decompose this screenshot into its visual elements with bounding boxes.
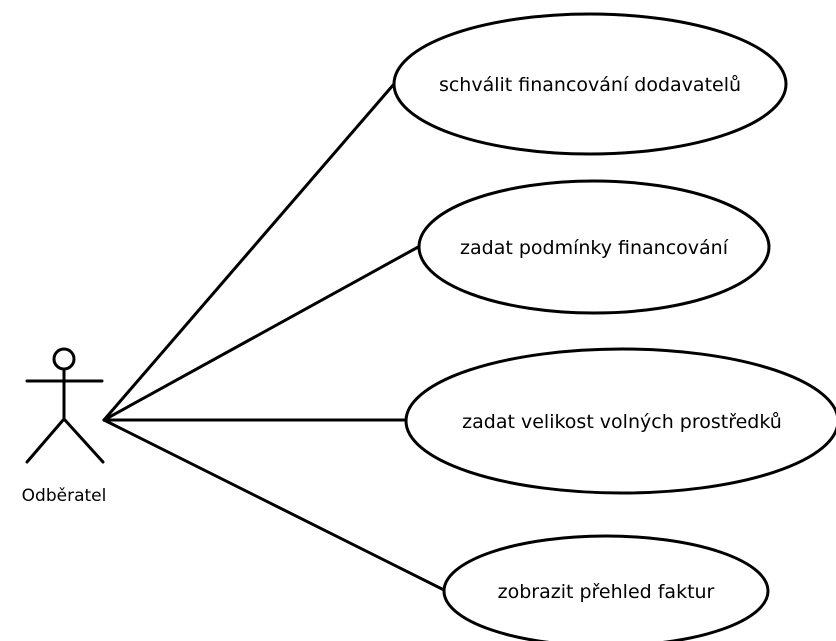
actor-label: Odběratel <box>22 486 107 506</box>
use-case-2: zadat podmínky financování <box>417 179 771 315</box>
use-case-label: zadat velikost volných prostředků <box>462 411 782 433</box>
association-line-4 <box>102 418 448 593</box>
associations <box>102 82 448 593</box>
actor-figure <box>25 347 105 464</box>
actor-head <box>52 347 76 371</box>
use-case-ellipse <box>404 347 836 495</box>
use-case-ellipse <box>392 12 788 156</box>
actor-right-leg <box>62 417 105 464</box>
use-case-label: zobrazit přehled faktur <box>498 581 715 603</box>
use-case-3: zadat velikost volných prostředků <box>404 347 836 495</box>
association-line-2 <box>102 244 422 422</box>
use-case-ellipse <box>442 534 770 641</box>
use-case-1: schválit financování dodavatelů <box>392 12 788 156</box>
association-line-1 <box>102 82 396 422</box>
use-case-label: schválit financování dodavatelů <box>439 74 741 96</box>
actor-left-leg <box>25 417 66 464</box>
use-case-4: zobrazit přehled faktur <box>442 534 770 641</box>
use-case-label: zadat podmínky financování <box>460 237 729 259</box>
use-case-ellipse <box>417 179 771 315</box>
